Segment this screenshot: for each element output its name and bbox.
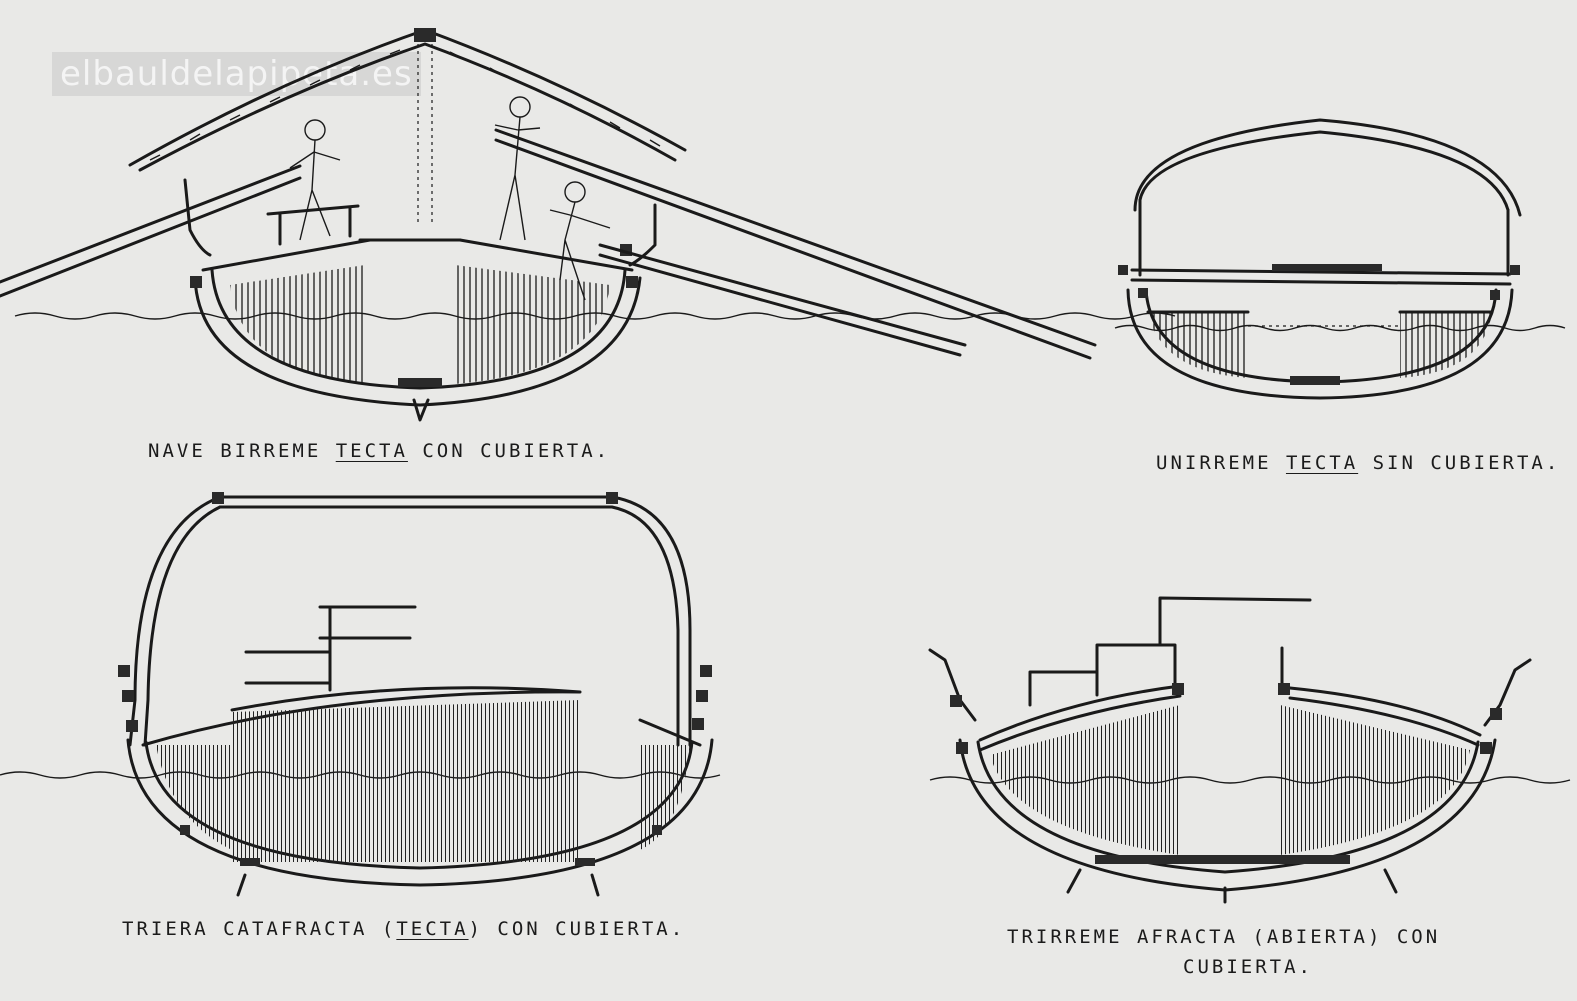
- caption-trirreme-line2: CUBIERTA.: [1183, 956, 1313, 978]
- birreme-section: [0, 28, 1176, 422]
- triera-section: [0, 492, 721, 897]
- triera-hull: [126, 738, 714, 887]
- trirreme-section: [928, 596, 1571, 904]
- caption-birreme: NAVE BIRREME TECTA CON CUBIERTA.: [148, 440, 611, 462]
- watermark: elbauldelapipeta.es: [52, 52, 421, 96]
- unirreme-hull: [1126, 288, 1514, 400]
- caption-triera: TRIERA CATAFRACTA (TECTA) CON CUBIERTA.: [122, 918, 686, 940]
- triera-arch: [218, 495, 692, 747]
- oar-left: [0, 164, 302, 284]
- rower-figures: [289, 96, 611, 301]
- unirreme-roof: [1133, 118, 1522, 217]
- oar-right-long: [494, 128, 1097, 347]
- unirreme-section: [1114, 118, 1566, 400]
- caption-trirreme: TRIRREME AFRACTA (ABIERTA) CON: [1007, 926, 1441, 948]
- caption-unirreme: UNIRREME TECTA SIN CUBIERTA.: [1156, 452, 1561, 474]
- birreme-hull: [193, 276, 642, 407]
